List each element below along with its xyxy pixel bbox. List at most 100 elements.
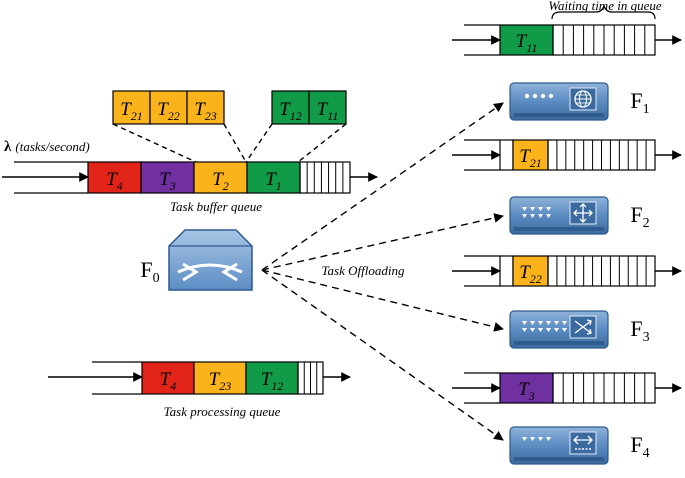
fog-queue-empty-slots <box>547 139 656 171</box>
fog-device-port <box>538 207 543 211</box>
buffer-task-label: T3 <box>159 169 176 193</box>
subtask-label-subscript: 22 <box>168 109 180 123</box>
fog-device-base <box>514 341 604 345</box>
processing-task-label: T12 <box>261 369 284 393</box>
fog-queue-task-label-main: T <box>519 146 531 167</box>
subtask-connector <box>245 123 273 163</box>
central-node-label: F0 <box>140 257 159 286</box>
queue-empty-slots <box>552 372 656 404</box>
fog-device-port <box>522 207 527 211</box>
fog-queue-task-label-subscript: 11 <box>526 41 537 55</box>
fog-queue-task-block <box>499 372 554 404</box>
subtask-label-main: T <box>194 99 206 120</box>
fog-queue-front-gap <box>499 255 514 287</box>
subtask-label-subscript: 23 <box>205 109 217 123</box>
fog-node-label: F1 <box>630 88 649 117</box>
offloading-arrow <box>261 102 504 271</box>
fog-device-port <box>546 214 551 218</box>
processing-task-block <box>141 361 195 395</box>
subtask-label-main: T <box>120 99 132 120</box>
fog-node-label: F4 <box>630 432 649 461</box>
fog-device-port <box>538 328 543 332</box>
fog-device-port <box>554 328 559 332</box>
subtask-connector <box>223 123 247 163</box>
shuffle-arrows <box>574 319 592 335</box>
fog-node-label-main: F <box>630 432 642 457</box>
fog-device-port <box>530 328 535 332</box>
bidirectional-arrow-icon <box>509 426 609 465</box>
offloading-arrow <box>261 213 504 271</box>
fog-device-port <box>522 437 527 441</box>
fog-queue-front-gap <box>499 139 514 171</box>
switch-arrow-curve <box>177 263 243 274</box>
fog-queue-empty-slots <box>552 24 656 56</box>
processing-task-block <box>193 361 247 395</box>
fog-node-label: F2 <box>630 202 649 231</box>
offloading-arrow <box>261 269 504 332</box>
fog-device-port <box>530 321 535 325</box>
buffer-task-label-subscript: 4 <box>117 179 123 193</box>
subtask-label-main: T <box>317 99 329 120</box>
fog-node-label-subscript: 4 <box>643 446 650 461</box>
queue-empty-slots <box>299 161 351 194</box>
processing-task-label-subscript: 23 <box>219 379 231 393</box>
subtask-label-subscript: 11 <box>327 109 338 123</box>
queue-empty-slots <box>547 255 656 287</box>
queue-empty-slots <box>297 361 324 395</box>
subtask-label-main: T <box>157 99 169 120</box>
fog-queue-task-label: T22 <box>519 262 542 286</box>
fog-queue-empty-slots <box>547 255 656 287</box>
fog-device-port <box>524 93 530 99</box>
subtask-block <box>112 90 151 125</box>
fog-device-port <box>540 93 546 99</box>
fog-node-label-main: F <box>630 88 642 113</box>
switch-body <box>168 229 253 291</box>
fog-device-port <box>530 437 535 441</box>
processing-queue-empty-slots <box>297 361 324 395</box>
processing-task-label-subscript: 4 <box>170 379 176 393</box>
buffer-task-label-main: T <box>265 169 277 190</box>
fog-device-port <box>532 93 538 99</box>
processing-task-label-subscript: 12 <box>271 379 283 393</box>
fog-device-port <box>546 437 551 441</box>
cross-arrows <box>573 203 593 223</box>
subtask-block <box>271 90 310 125</box>
queue-empty-slots <box>552 24 656 56</box>
central-node-label-main: F <box>140 257 152 282</box>
fog-queue-task-label: T11 <box>516 31 538 55</box>
fog-device-port <box>546 321 551 325</box>
fog-device-port <box>546 328 551 332</box>
buffer-task-block <box>87 161 142 194</box>
buffer-queue-caption: Task buffer queue <box>170 199 262 214</box>
fog-queue-empty-slots <box>552 372 656 404</box>
processing-task-block <box>245 361 299 395</box>
central-node-label-subscript: 0 <box>153 271 160 286</box>
switch-arrow-heads <box>182 262 238 282</box>
arrival-rate-unit: (tasks/second) <box>15 139 89 154</box>
fog-node-label-subscript: 3 <box>643 330 650 345</box>
processing-task-label-main: T <box>261 369 273 390</box>
buffer-task-label: T2 <box>212 169 229 193</box>
processing-queue-caption: Task processing queue <box>164 404 281 419</box>
subtask-connector <box>297 123 347 163</box>
processing-task-label: T4 <box>160 369 177 393</box>
subtask-label: T21 <box>120 99 143 123</box>
subtask-block <box>186 90 225 125</box>
fog-node-label-subscript: 1 <box>643 102 650 117</box>
buffer-task-block <box>140 161 195 194</box>
fog-device-base <box>514 227 604 231</box>
fog-queue-task-label-main: T <box>519 262 531 283</box>
buffer-queue-empty-slots <box>299 161 351 194</box>
processing-task-label: T23 <box>209 369 232 393</box>
waiting-time-brace <box>551 4 656 20</box>
fog-device-port <box>522 214 527 218</box>
offloading-label: Task Offloading <box>322 263 405 278</box>
subtask-label-subscript: 21 <box>131 109 143 123</box>
fog-device-port <box>538 214 543 218</box>
fog-queue-task-label-main: T <box>518 379 530 400</box>
bidirectional-arrows <box>573 435 593 445</box>
switch-router-icon <box>168 229 253 291</box>
buffer-task-label-main: T <box>212 169 224 190</box>
subtask-label: T22 <box>157 99 180 123</box>
